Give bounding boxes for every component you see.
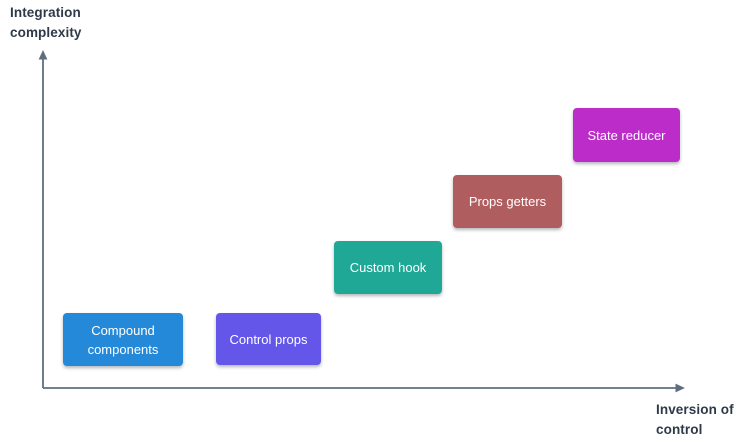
x-axis-arrowhead-icon xyxy=(675,383,685,393)
node-label: Props getters xyxy=(468,194,547,209)
node-compound-components: Compound components xyxy=(63,313,183,366)
node-control-props: Control props xyxy=(216,313,321,365)
y-axis-arrowhead-icon xyxy=(38,50,48,60)
node-custom-hook: Custom hook xyxy=(334,241,442,294)
y-axis-label: Integration complexity xyxy=(10,5,82,40)
node-label: State reducer xyxy=(587,127,666,143)
node-state-reducer: State reducer xyxy=(573,108,680,162)
node-label: Custom hook xyxy=(349,260,427,275)
node-props-getters: Props getters xyxy=(453,175,562,228)
node-label: Control props xyxy=(229,331,308,347)
x-axis-label: Inversion of control xyxy=(656,402,734,437)
node-label: Compound components xyxy=(87,322,159,357)
